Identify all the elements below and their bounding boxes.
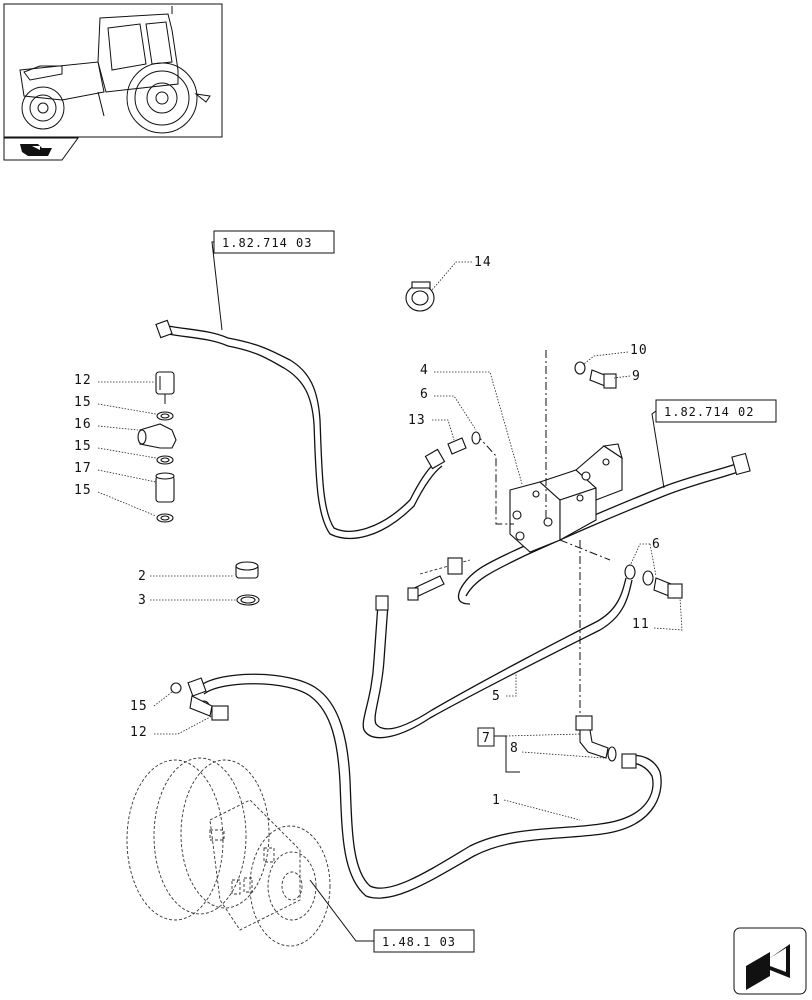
- svg-text:1.82.714 02: 1.82.714 02: [664, 405, 754, 419]
- fitting-13[interactable]: [447, 431, 481, 455]
- tractor-icon: [19, 6, 211, 134]
- callout-6-top: 6: [420, 387, 429, 402]
- callout-16: 16: [74, 417, 92, 432]
- callout-15-2: 15: [74, 439, 92, 454]
- callout-14: 14: [474, 255, 492, 270]
- transmission-housing: [126, 757, 331, 947]
- callout-5: 5: [492, 689, 501, 704]
- seal-3[interactable]: [236, 594, 260, 606]
- callout-11: 11: [632, 617, 650, 632]
- ref-box-top-left[interactable]: 1.82.714 03: [213, 230, 335, 254]
- callout-7-box: [477, 727, 495, 747]
- banjo-lower-left[interactable]: [170, 682, 229, 721]
- ref-box-bottom[interactable]: 1.48.1 03: [373, 929, 475, 953]
- bolt-9[interactable]: [574, 361, 617, 389]
- callout-6-right: 6: [652, 537, 661, 552]
- fitting-11[interactable]: [624, 564, 683, 599]
- banjo-stack[interactable]: [137, 371, 177, 523]
- next-page-arrow-icon[interactable]: [733, 927, 807, 995]
- callout-12-lower: 12: [130, 725, 148, 740]
- callout-4: 4: [420, 363, 429, 378]
- callout-15-1: 15: [74, 395, 92, 410]
- callout-1: 1: [492, 793, 501, 808]
- book-arrow-icon: [3, 137, 79, 161]
- pipe-1[interactable]: [187, 673, 662, 899]
- svg-text:1.48.1 03: 1.48.1 03: [382, 935, 456, 949]
- callout-9: 9: [632, 369, 641, 384]
- plug-2[interactable]: [235, 561, 259, 579]
- tractor-thumbnail: [3, 3, 223, 138]
- callout-2: 2: [138, 569, 147, 584]
- callout-13: 13: [408, 413, 426, 428]
- callout-8: 8: [510, 741, 519, 756]
- elbow-fitting[interactable]: [575, 715, 617, 762]
- svg-text:1.82.714 03: 1.82.714 03: [222, 236, 312, 250]
- callout-12-top: 12: [74, 373, 92, 388]
- pipe-upper-left: [155, 319, 446, 540]
- callout-7: 7: [482, 731, 491, 746]
- fitting-lower-left[interactable]: [407, 575, 445, 601]
- clamp[interactable]: [405, 281, 435, 312]
- callout-17: 17: [74, 461, 92, 476]
- ref-box-right[interactable]: 1.82.714 02: [655, 399, 777, 423]
- callout-15-3: 15: [74, 483, 92, 498]
- valve-block[interactable]: [509, 443, 623, 553]
- callout-3: 3: [138, 593, 147, 608]
- callouts: 14 10 9 4 6 13 6 11 12 15 16 15 17 15 2 …: [74, 255, 683, 821]
- pipe-5[interactable]: [362, 577, 633, 739]
- callout-10: 10: [630, 343, 648, 358]
- callout-15-lower: 15: [130, 699, 148, 714]
